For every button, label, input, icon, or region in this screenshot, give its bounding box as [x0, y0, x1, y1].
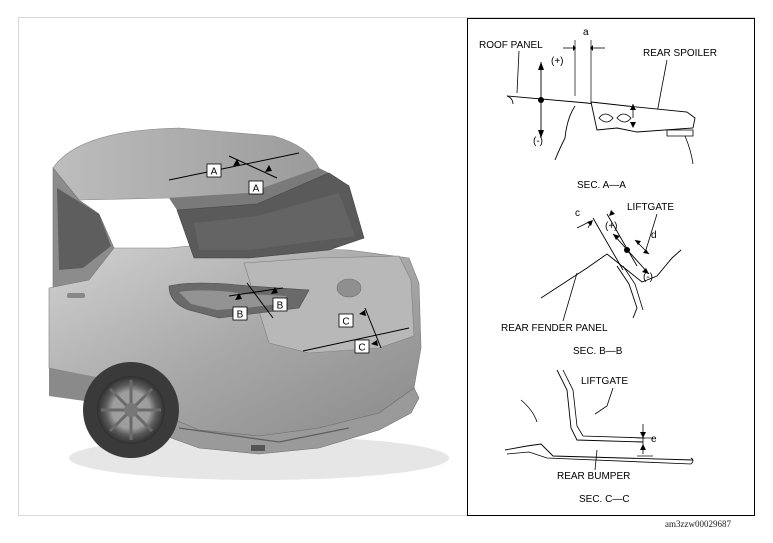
rear-bumper [98, 377, 420, 455]
arrow-a1-icon [233, 159, 240, 166]
liftgate-panel [243, 255, 415, 354]
plus-label-b: (+) [605, 221, 618, 232]
arrow-b2-icon [271, 287, 278, 294]
section-b-b: LIFTGATE c (+) d (-) REAR FENDER PANEL S… [501, 202, 682, 357]
rear-fender-panel-label: REAR FENDER PANEL [501, 323, 608, 334]
marker-c1-label: C [342, 317, 349, 328]
sec-bb-caption: SEC. B—B [573, 346, 623, 357]
rear-bumper-label: REAR BUMPER [557, 471, 630, 482]
liftgate-label-b: LIFTGATE [627, 202, 674, 213]
arrow-c1-icon [359, 310, 366, 316]
marker-a1-label: A [211, 167, 218, 178]
roof-panel-label: ROOF PANEL [479, 40, 543, 51]
sec-aa-caption: SEC. A—A [577, 180, 626, 191]
section-c-c: LIFTGATE e REAR BUMPER SEC. C—C [504, 369, 694, 505]
marker-a2 [248, 180, 264, 195]
bumper-crease [178, 427, 350, 443]
marker-c1 [338, 313, 354, 328]
arrow-c2-icon [371, 340, 378, 346]
minus-label-b: (-) [643, 272, 653, 283]
section-line-c [302, 327, 410, 352]
section-cut-b [246, 282, 274, 319]
wheel-hub [124, 403, 138, 417]
gap-e-label: e [651, 434, 657, 445]
document-id: am3zzw00029687 [665, 519, 731, 529]
rear-spoiler-label: REAR SPOILER [643, 48, 717, 59]
figure-frame: A A B B C C ROOF PANEL REAR SPOILER a (+… [18, 17, 755, 516]
section-line-a [168, 152, 300, 181]
door-handle [67, 293, 85, 298]
marker-c2 [354, 339, 370, 354]
gap-d-label: d [651, 230, 657, 241]
section-detail-panel: ROOF PANEL REAR SPOILER a (+) (-) b SEC.… [467, 18, 755, 516]
section-panel-border [467, 18, 755, 516]
car-rear-view-illustration: A A B B C C [48, 127, 449, 480]
left-taillight-lens [179, 290, 287, 310]
liftgate-label-c: LIFTGATE [581, 376, 628, 387]
plus-label-a: (+) [551, 56, 564, 67]
exhaust-tip [251, 445, 265, 451]
gap-c-label: c [575, 208, 580, 219]
marker-c2-label: C [358, 343, 365, 354]
gap-a-label: a [583, 27, 589, 38]
section-cut-c [364, 307, 382, 349]
rear-spoiler [169, 168, 329, 210]
arrow-b1-icon [235, 293, 242, 300]
marker-a1 [206, 163, 222, 178]
marker-b1-label: B [237, 310, 244, 321]
marker-b2-label: B [277, 301, 284, 312]
minus-label-a: (-) [533, 136, 543, 147]
rear-glass-reflection [194, 193, 355, 250]
ground-shadow [69, 436, 449, 480]
side-window [57, 188, 111, 270]
badge-emblem [336, 278, 362, 298]
section-a-a: ROOF PANEL REAR SPOILER a (+) (-) b SEC.… [479, 27, 717, 191]
marker-a2-label: A [253, 184, 260, 195]
sec-cc-caption: SEC. C—C [579, 494, 630, 505]
arrow-a2-icon [265, 165, 272, 172]
marker-b2 [272, 297, 288, 312]
marker-b1 [232, 306, 248, 321]
